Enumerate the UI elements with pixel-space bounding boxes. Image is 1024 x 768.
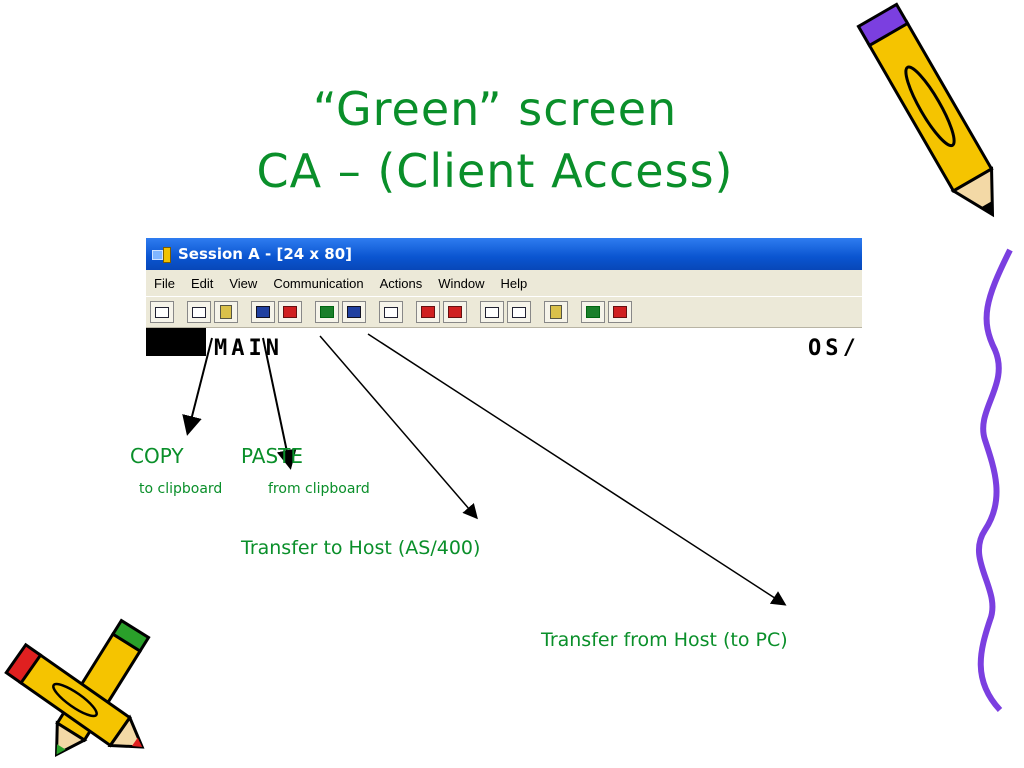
pencil-top-right [856,2,995,218]
transfer-from-arrow [367,333,787,606]
macro-play-icon[interactable] [480,301,504,323]
purple-wave [976,248,1013,713]
pencil-bottom-left-2 [4,642,145,749]
paste-icon[interactable] [214,301,238,323]
diamond-icon[interactable] [608,301,632,323]
paste-arrow [262,337,297,470]
title-line-2: CA – (Client Access) [256,144,734,198]
macro-icon[interactable] [507,301,531,323]
receive-file-icon[interactable] [278,301,302,323]
copy-arrow [182,337,213,436]
copy-sublabel: to clipboard [139,481,223,497]
macro-record-icon[interactable] [416,301,440,323]
screen-icon[interactable] [315,301,339,323]
display-icon[interactable] [150,301,174,323]
copy-label: COPY [130,444,184,468]
keyboard-icon[interactable] [379,301,403,323]
slide-title: “Green” screen CA – (Client Access) [0,78,990,202]
send-file-icon[interactable] [251,301,275,323]
globe-icon[interactable] [581,301,605,323]
copy-icon[interactable] [187,301,211,323]
menu-view[interactable]: View [229,275,258,291]
screen2-icon[interactable] [342,301,366,323]
toolbar [146,296,862,328]
transfer-from-host-label: Transfer from Host (to PC) [541,629,788,651]
menu-actions[interactable]: Actions [379,275,423,291]
terminal-text-right: OS/ [808,336,860,356]
transfer-to-host-label: Transfer to Host (AS/400) [241,537,481,559]
client-access-screenshot: Session A - [24 x 80] File Edit View Com… [146,238,862,356]
menu-file[interactable]: File [154,275,175,291]
menu-help[interactable]: Help [500,275,528,291]
window-title: Session A - [24 x 80] [178,245,353,263]
paste-label: PASTE [241,444,304,468]
macro-stop-icon[interactable] [443,301,467,323]
clipboard-icon[interactable] [544,301,568,323]
paste-sublabel: from clipboard [268,481,370,497]
menu-edit[interactable]: Edit [190,275,214,291]
title-line-1: “Green” screen [312,82,678,136]
menu-window[interactable]: Window [438,275,485,291]
menu-bar: File Edit View Communication Actions Win… [146,270,862,296]
menu-communication[interactable]: Communication [273,275,364,291]
session-icon [152,247,172,263]
transfer-to-arrow [319,335,478,520]
window-titlebar[interactable]: Session A - [24 x 80] [146,238,862,270]
